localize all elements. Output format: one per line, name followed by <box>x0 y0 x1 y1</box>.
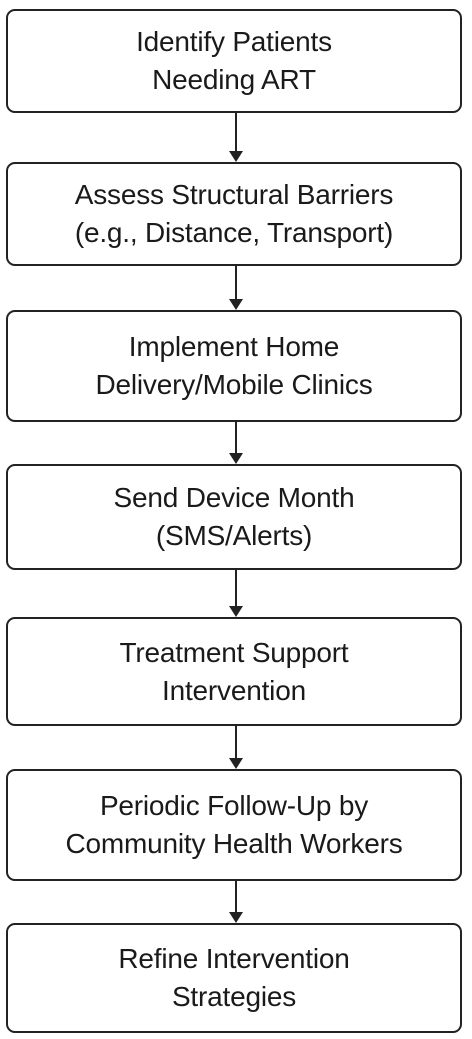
step-label-line: Send Device Month <box>113 482 355 513</box>
step-label-line: Intervention <box>162 674 306 706</box>
step-label-line: Community Health Workers <box>65 828 403 859</box>
step-home-delivery: Implement Home Delivery/Mobile Clinics <box>6 310 462 422</box>
step-label-line: Periodic Follow-Up by <box>99 790 369 821</box>
step-label-line: (e.g., Distance, Transport) <box>74 217 394 248</box>
step-identify-patients: Identify Patients Needing ART <box>6 9 462 113</box>
step-treatment-support: Treatment Support Intervention <box>6 617 462 726</box>
step-follow-up: Periodic Follow-Up by Community Health W… <box>6 769 462 881</box>
step-label-line: Identify Patients <box>136 26 332 57</box>
step-label-line: Needing ART <box>152 64 316 95</box>
step-label-line: Delivery/Mobile Clinics <box>95 369 373 400</box>
step-assess-barriers: Assess Structural Barriers (e.g., Distan… <box>6 162 462 266</box>
step-label-line: Assess Structural Barriers <box>74 179 394 210</box>
step-label-line: (SMS/Alerts) <box>155 520 313 551</box>
step-refine-strategies: Refine Intervention Strategies <box>6 923 462 1033</box>
step-label-line: Refine Intervention <box>118 943 350 974</box>
step-label-line: Treatment Support <box>119 636 349 668</box>
step-label-line: Implement Home <box>128 331 340 362</box>
step-label-line: Strategies <box>171 981 297 1012</box>
step-send-device: Send Device Month (SMS/Alerts) <box>6 464 462 570</box>
